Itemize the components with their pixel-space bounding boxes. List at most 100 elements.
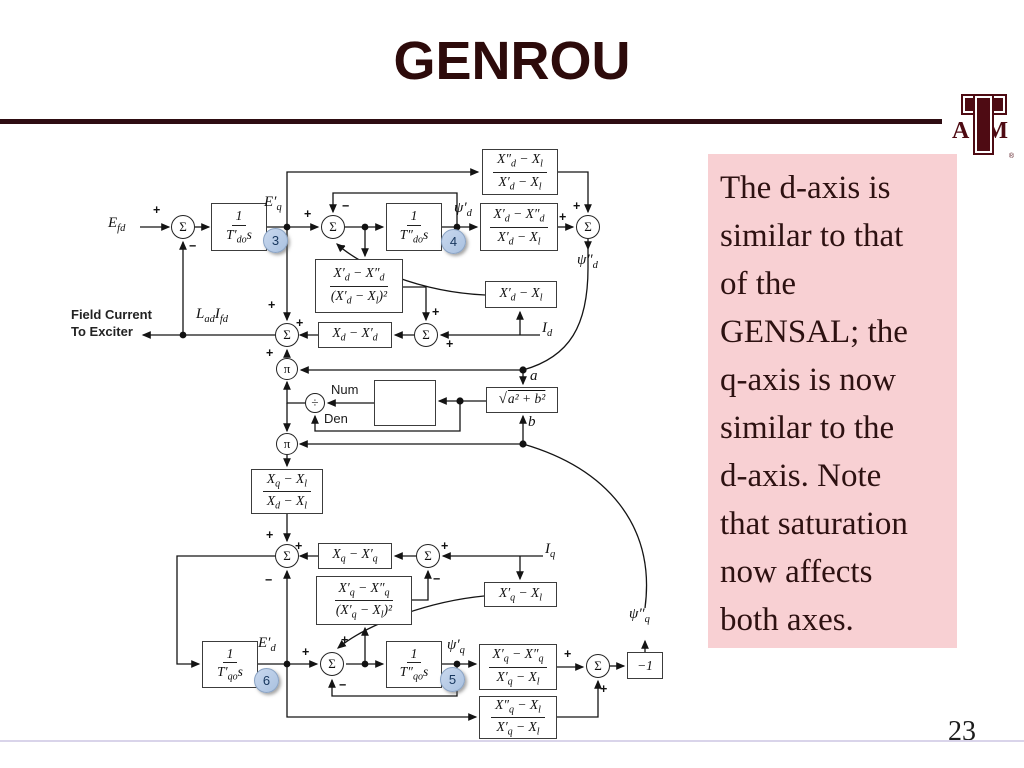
block-num: X″d − Xl (493, 151, 547, 173)
sign-plus: + (268, 298, 276, 312)
label-ed-prime: E′d (258, 635, 276, 654)
block-num: 1 (231, 208, 247, 226)
registered-mark: ® (1008, 153, 1014, 160)
note-line: both axes. (720, 602, 854, 638)
block-xq-xl-over-xd-xl: Xq − Xl Xd − Xl (251, 469, 323, 514)
note-line: GENSAL; the (720, 314, 908, 350)
sign-plus: + (341, 633, 349, 647)
block-sqrt-a2-plus-b2: √a² + b² (486, 387, 558, 413)
block-text: Xq − X′q (332, 546, 378, 566)
label-num: Num (331, 382, 359, 397)
sign-minus: − (338, 239, 346, 253)
slide-title: GENROU (393, 31, 631, 91)
block-den: T″dos (399, 226, 429, 246)
label-eq-prime: E′q (264, 194, 282, 213)
block-text: √a² + b² (499, 391, 546, 408)
logo-letter-a: A (952, 118, 970, 144)
block-text: X′d − Xl (499, 284, 543, 304)
sqrt-sign: √ (498, 391, 507, 408)
label-psi-d-dprime: ψ″d (577, 252, 598, 271)
label-field-current: Field Current (71, 307, 152, 322)
label-id: Id (542, 320, 553, 339)
block-1-over-tdo-prime-s: 1 T′dos (211, 203, 267, 251)
sum-psi-d: Σ (576, 215, 600, 239)
block-den: T″qos (399, 664, 429, 683)
sign-minus: − (265, 573, 273, 587)
block-num: X′d − X″d (489, 206, 549, 228)
block-den: T′qos (217, 664, 243, 683)
sum-field-current: Σ (275, 323, 299, 347)
sign-minus: − (339, 678, 347, 692)
sign-plus: + (573, 199, 581, 213)
state-badge-6: 6 (254, 668, 279, 693)
product-d: π (276, 358, 298, 380)
title-rule (0, 119, 942, 124)
note-line: q-axis is now (720, 362, 896, 398)
label-b: b (528, 414, 536, 430)
block-negative-one: −1 (627, 652, 663, 679)
block-xq-minus-xqp: Xq − X′q (318, 543, 392, 569)
sum-q-axis-2: Σ (416, 544, 440, 568)
label-iq: Iq (545, 541, 556, 560)
note-line: that saturation (720, 506, 908, 542)
block-xdpp-xl-over-xdp-xl: X″d − Xl X′d − Xl (482, 149, 558, 195)
sign-plus: + (432, 305, 440, 319)
sign-plus: + (153, 203, 161, 217)
product-q: π (276, 433, 298, 455)
note-box: The d-axis is similar to that of the GEN… (708, 154, 957, 648)
block-den: X′d − Xl (497, 228, 541, 248)
block-num: 1 (222, 646, 238, 664)
sign-plus: + (266, 528, 274, 542)
sum-d-axis-2: Σ (414, 323, 438, 347)
block-saturation-function (374, 380, 436, 426)
sum-psi-q: Σ (586, 654, 610, 678)
sign-plus: + (600, 682, 608, 696)
state-badge-3: 3 (263, 228, 288, 253)
block-text: X′q − Xl (498, 584, 543, 604)
tamu-logo-icon: A M ® (952, 92, 1014, 160)
logo-t-stem (975, 96, 992, 153)
label-a: a (530, 368, 538, 384)
block-xqpp-xl-over-xqp-xl: X″q − Xl X′q − Xl (479, 696, 557, 739)
state-badge-5: 5 (440, 667, 465, 692)
sign-plus: + (296, 316, 304, 330)
block-den: Xd − Xl (266, 493, 308, 512)
note-line: d-axis. Note (720, 458, 882, 494)
label-to-exciter: To Exciter (71, 324, 133, 339)
block-xdp-minus-xl: X′d − Xl (485, 281, 557, 308)
block-xqp-minus-xl: X′q − Xl (484, 582, 557, 607)
note-line: similar to the (720, 410, 895, 446)
sign-plus: + (304, 207, 312, 221)
note-line: of the (720, 266, 797, 302)
sign-plus: + (441, 539, 449, 553)
sum-q-axis-1: Σ (275, 544, 299, 568)
sign-plus: + (266, 346, 274, 360)
sign-plus: + (302, 645, 310, 659)
label-lad-ifd: LadIfd (196, 306, 229, 325)
block-den: X′q − Xl (496, 668, 540, 688)
block-xdp-xdpp-over-xdp-xl: X′d − X″d X′d − Xl (480, 203, 558, 251)
note-line: similar to that (720, 218, 904, 254)
sign-plus: + (295, 539, 303, 553)
sign-minus: − (433, 572, 441, 586)
sign-plus: + (559, 210, 567, 224)
note-line: now affects (720, 554, 873, 590)
state-badge-4: 4 (441, 229, 466, 254)
sign-plus: + (446, 337, 454, 351)
sum-d-axis-1: Σ (321, 215, 345, 239)
block-num: X′d − X″d (329, 265, 389, 287)
sum-q-axis-3: Σ (320, 652, 344, 676)
block-text: Xd − X′d (332, 325, 378, 345)
block-den: X′q − Xl (496, 719, 540, 738)
label-efd: Efd (108, 215, 126, 234)
block-den: (X′q − Xl)² (335, 602, 393, 621)
block-num: X′q − X″q (334, 580, 394, 601)
label-psi-q-prime: ψ′q (447, 637, 465, 656)
sum-exciter: Σ (171, 215, 195, 239)
block-num: 1 (406, 208, 422, 226)
block-den: T′dos (226, 226, 252, 246)
block-xqp-xqpp-over-xqp-xl: X′q − X″q X′q − Xl (479, 644, 557, 690)
block-num: X′q − X″q (488, 646, 548, 668)
block-1-over-tqo-prime-s: 1 T′qos (202, 641, 258, 688)
